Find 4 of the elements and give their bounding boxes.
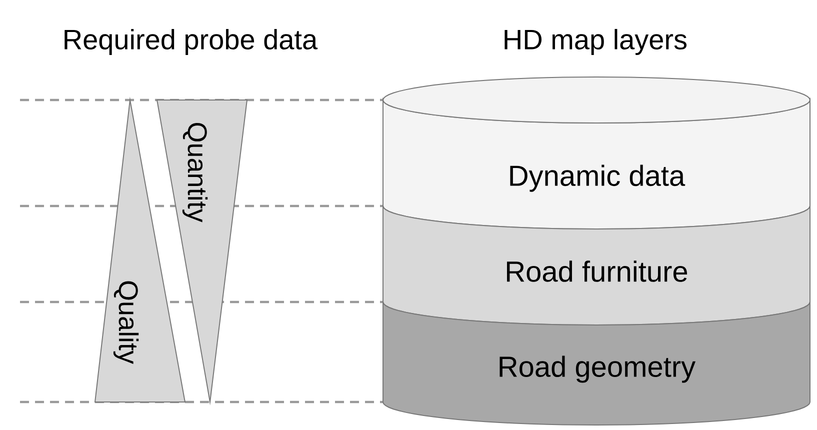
column-heading: Required probe data xyxy=(64,28,318,56)
layer-band: Road furniture xyxy=(382,203,810,326)
column-heading: HD map layers xyxy=(504,28,686,56)
layer-band: Road geometry xyxy=(382,299,810,426)
